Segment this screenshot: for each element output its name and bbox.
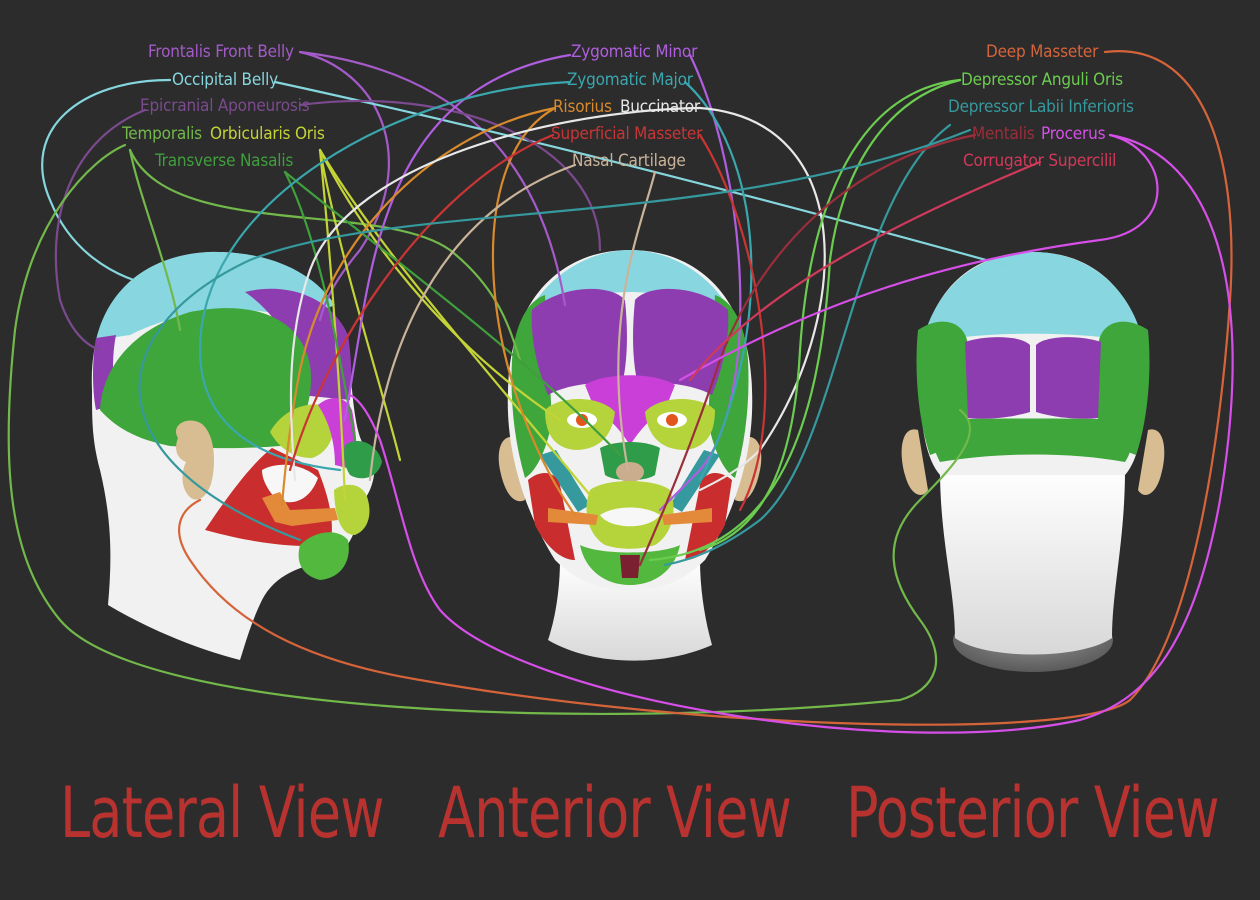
leader-dep-labii xyxy=(663,123,952,567)
lateral-scalp xyxy=(96,252,335,340)
anterior-nasalis xyxy=(600,442,660,481)
leader-buccinator xyxy=(289,106,702,482)
leader-temporalis-2 xyxy=(128,148,182,332)
leader-transverse-2 xyxy=(283,170,622,457)
leader-temporalis-3 xyxy=(128,148,522,362)
leader-zyg-minor-2 xyxy=(343,53,572,422)
leader-lines xyxy=(7,50,1234,734)
lateral-temporalis xyxy=(100,308,311,449)
label-occipital-belly: Occipital Belly xyxy=(172,70,278,90)
leader-orbicularis-3 xyxy=(318,148,592,497)
label-temporalis: Temporalis xyxy=(122,124,202,144)
leader-frontalis xyxy=(298,50,390,322)
leader-deep-masseter xyxy=(178,50,1233,726)
lateral-chin xyxy=(298,532,349,580)
leader-corrugator xyxy=(688,160,1042,382)
anterior-frontalis-left xyxy=(531,288,627,395)
leader-transverse xyxy=(283,170,357,442)
title-lateral-view: Lateral View xyxy=(60,772,385,854)
leader-orbicularis xyxy=(318,148,347,502)
lateral-risorius xyxy=(262,492,338,526)
anterior-risorius-right xyxy=(662,508,712,525)
leader-occipital xyxy=(41,78,172,287)
lateral-ear xyxy=(176,420,215,500)
label-depressor-anguli-oris: Depressor Anguli Oris xyxy=(961,70,1123,90)
label-depressor-labii-inferioris: Depressor Labii Inferioris xyxy=(948,97,1134,117)
anterior-nose-tip xyxy=(616,462,644,482)
leader-sup-masseter-2 xyxy=(698,133,767,512)
label-orbicularis-oris: Orbicularis Oris xyxy=(210,124,325,144)
title-posterior-view: Posterior View xyxy=(846,772,1220,854)
posterior-occipital-right xyxy=(1036,337,1101,419)
posterior-head xyxy=(901,252,1165,672)
label-zygomatic-major: Zygomatic Major xyxy=(567,70,693,90)
label-transverse-nasalis: Transverse Nasalis xyxy=(155,151,294,171)
leader-sup-masseter xyxy=(288,133,555,472)
anterior-frontalis-right xyxy=(633,288,729,395)
label-buccinator: Buccinator xyxy=(620,97,700,117)
leader-epicranial xyxy=(54,108,147,352)
leader-dep-anguli-2 xyxy=(648,78,962,562)
posterior-ear-left xyxy=(901,429,928,495)
leader-buccinator-2 xyxy=(698,106,826,492)
label-mentalis: Mentalis xyxy=(972,124,1035,144)
leader-risorius xyxy=(280,106,557,507)
leader-nasal xyxy=(617,170,657,472)
lateral-head xyxy=(91,251,382,660)
anterior-procerus xyxy=(585,375,675,445)
posterior-band xyxy=(930,418,1136,462)
anterior-lips xyxy=(600,507,660,527)
label-nasal-cartilage: Nasal Cartilage xyxy=(572,151,686,171)
posterior-ear-right xyxy=(1138,429,1165,495)
anterior-zygomatic-left xyxy=(540,450,590,512)
leader-temporalis xyxy=(7,143,972,716)
label-risorius: Risorius xyxy=(553,97,612,117)
leader-occipital-2 xyxy=(273,80,1042,277)
leader-zyg-minor xyxy=(658,53,742,512)
title-anterior-view: Anterior View xyxy=(438,772,792,854)
leader-dep-anguli xyxy=(698,78,962,552)
anterior-mentalis xyxy=(620,555,640,578)
leader-zyg-major xyxy=(198,80,572,472)
label-epicranial-aponeurosis: Epicranial Aponeurosis xyxy=(140,96,310,116)
anterior-iris-left xyxy=(576,414,588,426)
anterior-risorius-left xyxy=(548,508,598,525)
lateral-nose-tip xyxy=(344,441,382,479)
leader-risorius-2 xyxy=(491,106,577,517)
label-superficial-masseter: Superficial Masseter xyxy=(551,124,703,144)
lateral-buccinator xyxy=(262,464,318,503)
label-frontalis: Frontalis Front Belly xyxy=(148,42,294,62)
leader-nasal-2 xyxy=(368,163,577,482)
leader-mentalis xyxy=(638,133,977,567)
leader-zyg-major-2 xyxy=(683,80,753,482)
anterior-head xyxy=(498,250,762,661)
posterior-occipital-left xyxy=(965,337,1030,419)
lateral-mouth xyxy=(334,484,370,535)
posterior-scalp xyxy=(922,252,1144,345)
leader-procerus xyxy=(348,133,1234,734)
label-deep-masseter: Deep Masseter xyxy=(986,42,1099,62)
anterior-scalp xyxy=(525,250,735,320)
leader-frontalis-2 xyxy=(298,50,567,307)
anterior-neck xyxy=(548,560,712,661)
leader-dep-labii-2 xyxy=(138,128,972,542)
label-zygomatic-minor: Zygomatic Minor xyxy=(571,42,698,62)
label-procerus: Procerus xyxy=(1041,124,1106,144)
anterior-iris-right xyxy=(666,414,678,426)
label-corrugator-supercilii: Corrugator Supercilil xyxy=(963,151,1117,171)
posterior-neck xyxy=(940,470,1125,655)
leader-procerus-2 xyxy=(678,133,1159,382)
